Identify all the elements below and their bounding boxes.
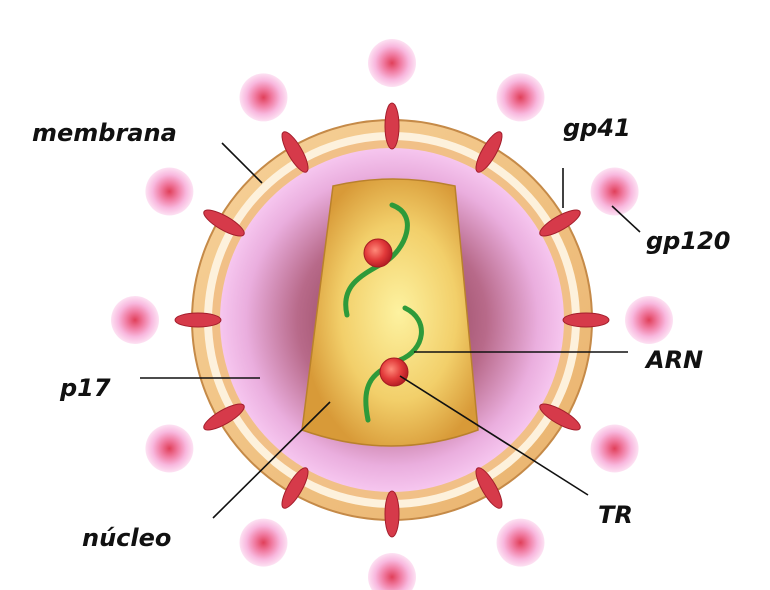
- gp120-spike-head: [625, 296, 673, 344]
- leader-membrana: [222, 143, 262, 183]
- gp120-spike-head: [497, 519, 545, 567]
- gp120-spike-head: [240, 73, 288, 121]
- label-gp41: gp41: [563, 116, 631, 140]
- gp120-spike-head: [368, 553, 416, 590]
- label-membrana: membrana: [32, 121, 177, 145]
- gp120-spike-head: [145, 168, 193, 216]
- gp120-spike-head: [368, 39, 416, 87]
- label-tr: TR: [598, 503, 633, 527]
- enzyme-upper: [364, 239, 392, 267]
- label-arn: ARN: [646, 348, 703, 372]
- gp41-spike-stalk: [385, 103, 399, 149]
- gp41-spike-stalk: [563, 313, 609, 327]
- label-gp120: gp120: [646, 229, 730, 253]
- gp120-spike-head: [240, 519, 288, 567]
- label-nucleo: núcleo: [82, 526, 171, 550]
- gp41-spike-stalk: [385, 491, 399, 537]
- gp41-spike-stalk: [175, 313, 221, 327]
- capsid-core: [302, 179, 478, 446]
- gp120-spike-head: [497, 73, 545, 121]
- gp120-spike-head: [145, 425, 193, 473]
- gp120-spike-head: [111, 296, 159, 344]
- enzyme-tr: [380, 358, 408, 386]
- gp120-spike-head: [591, 425, 639, 473]
- label-p17: p17: [60, 376, 111, 400]
